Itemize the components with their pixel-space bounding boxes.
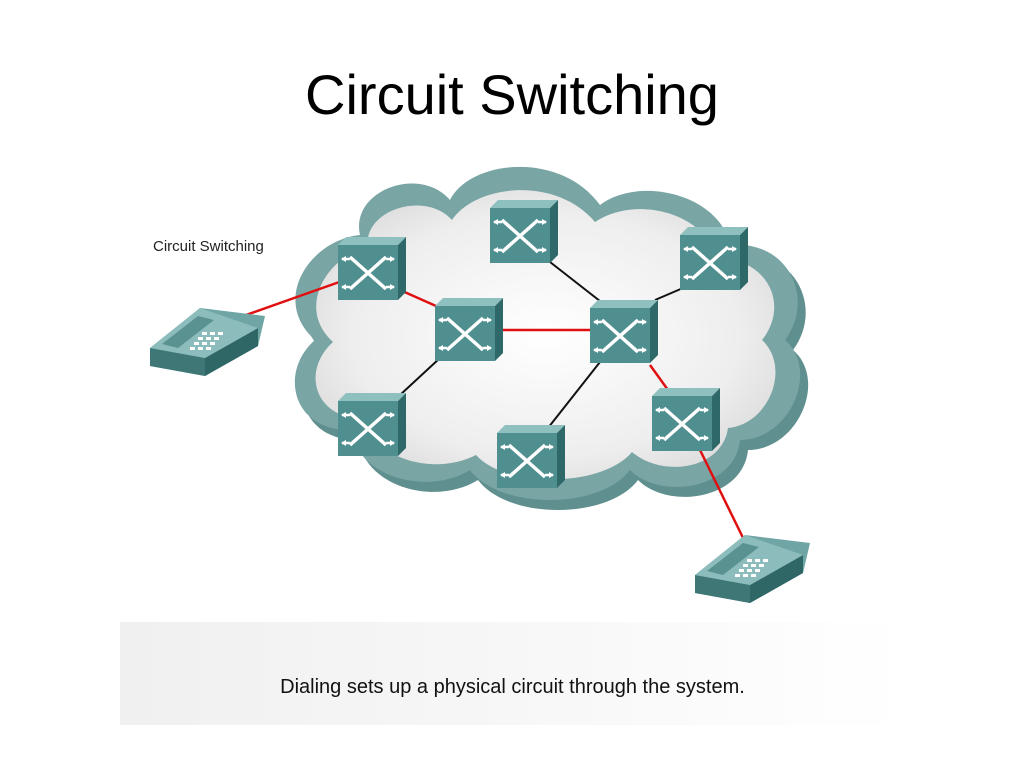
- switch-icon: [650, 386, 722, 453]
- caption-text: Dialing sets up a physical circuit throu…: [280, 676, 745, 698]
- link-switch-4-to-switch-5: [399, 357, 441, 396]
- telephone-icon: [150, 308, 265, 376]
- switch-icon: [433, 296, 505, 363]
- switch-icon: [336, 391, 408, 458]
- network-links: [231, 261, 750, 549]
- slide-title: Circuit Switching: [305, 63, 719, 126]
- switch-icon: [336, 235, 408, 302]
- telephone-icon: [695, 535, 810, 603]
- link-switch-6-to-switch-7: [648, 364, 670, 391]
- switch-icon: [495, 423, 567, 490]
- switch-icon: [488, 198, 560, 265]
- diagram-label: Circuit Switching: [153, 238, 264, 255]
- link-switch-2-to-switch-6: [549, 261, 606, 306]
- link-phone-a-to-switch-1: [231, 278, 346, 322]
- switch-icon: [588, 298, 660, 365]
- caption-band: Dialing sets up a physical circuit throu…: [120, 622, 905, 725]
- link-switch-7-to-phone-b: [698, 449, 750, 549]
- link-switch-8-to-switch-6: [547, 361, 601, 429]
- switch-icon: [678, 225, 750, 292]
